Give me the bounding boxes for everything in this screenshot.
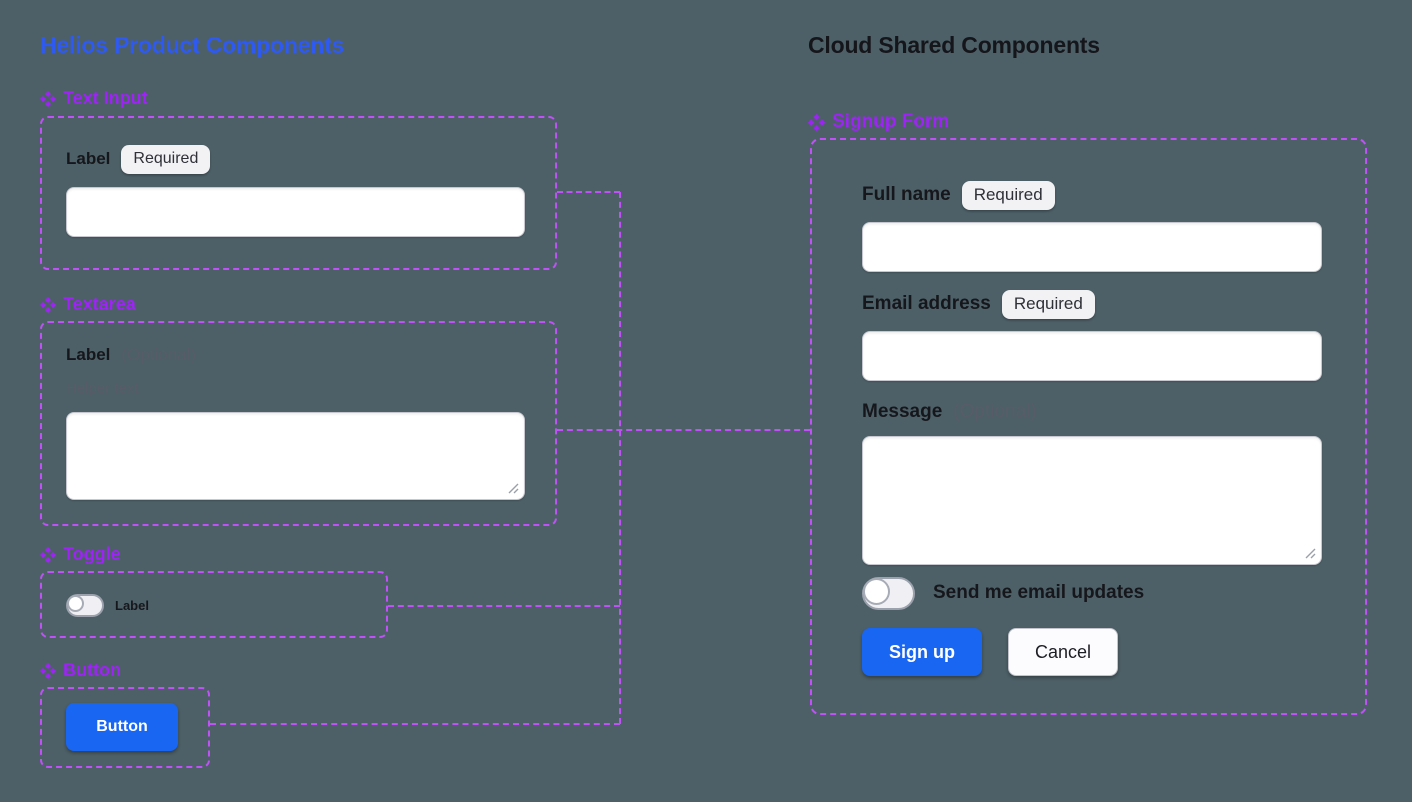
text-input-field[interactable] [66, 187, 525, 237]
message-textarea-wrap [862, 436, 1322, 565]
component-name: Toggle [63, 544, 121, 564]
component-name: Signup Form [832, 111, 950, 132]
required-badge: Required [1001, 289, 1095, 319]
component-name: Textarea [63, 294, 136, 314]
message-label-row: Message (Optional) [862, 400, 1037, 424]
sample-button[interactable]: Button [66, 703, 178, 751]
email-updates-row: Send me email updates [862, 576, 1145, 610]
toggle-frame [40, 571, 388, 638]
toggle-knob [67, 594, 84, 612]
field-label: Full name [862, 184, 951, 205]
button-frame [40, 687, 210, 768]
component-label-signup-form: Signup Form [808, 111, 949, 133]
cancel-button[interactable]: Cancel [1008, 628, 1118, 676]
text-input-frame [40, 116, 557, 270]
toggle-label: Label [115, 597, 149, 613]
connector-toggle [388, 605, 620, 607]
page-title-left: Helios Product Components [40, 32, 345, 58]
full-name-input-wrap [862, 222, 1322, 272]
resize-grip-icon[interactable] [508, 483, 519, 494]
component-name: Button [63, 660, 121, 680]
textarea-field[interactable] [66, 412, 525, 500]
connector-trunk [619, 192, 621, 724]
resize-grip-icon[interactable] [1305, 548, 1316, 559]
toggle-knob [863, 577, 890, 605]
field-label: Label [66, 345, 111, 364]
field-label: Label [66, 149, 111, 168]
component-name: Text Input [63, 88, 148, 108]
component-diamond-icon [40, 90, 56, 107]
textarea-wrap [66, 412, 525, 500]
sign-up-button[interactable]: Sign up [862, 628, 982, 676]
toggle-row: Label [66, 593, 149, 617]
component-label-button: Button [40, 660, 121, 681]
component-diamond-icon [40, 296, 56, 313]
signup-form-frame [810, 138, 1367, 715]
component-label-toggle: Toggle [40, 544, 121, 565]
field-label: Message [862, 401, 943, 422]
required-badge: Required [961, 180, 1055, 210]
page-title-right: Cloud Shared Components [808, 32, 1100, 58]
connector-text-input [557, 191, 620, 193]
full-name-input[interactable] [862, 222, 1322, 272]
text-input-wrap [66, 187, 525, 237]
component-label-textarea: Textarea [40, 294, 136, 315]
message-textarea[interactable] [862, 436, 1322, 565]
connector-button [210, 723, 620, 725]
email-updates-label: Send me email updates [933, 582, 1145, 603]
textarea-frame [40, 321, 557, 526]
email-input-wrap [862, 331, 1322, 381]
connector-textarea-to-form [557, 429, 810, 431]
component-diamond-icon [40, 662, 56, 679]
component-diamond-icon [808, 113, 825, 131]
toggle-switch[interactable] [66, 593, 104, 617]
email-input[interactable] [862, 331, 1322, 381]
required-badge: Required [121, 144, 211, 174]
email-updates-toggle[interactable] [862, 576, 915, 610]
full-name-label-row: Full name Required [862, 180, 1055, 210]
email-label-row: Email address Required [862, 289, 1095, 319]
helper-text: Helper text [66, 380, 139, 397]
textarea-label-row: Label (Optional) [66, 344, 196, 366]
optional-hint: (Optional) [121, 345, 197, 364]
text-input-label-row: Label Required [66, 144, 211, 174]
component-label-text-input: Text Input [40, 88, 148, 109]
optional-hint: (Optional) [953, 401, 1037, 422]
component-diamond-icon [40, 546, 56, 563]
field-label: Email address [862, 293, 991, 314]
